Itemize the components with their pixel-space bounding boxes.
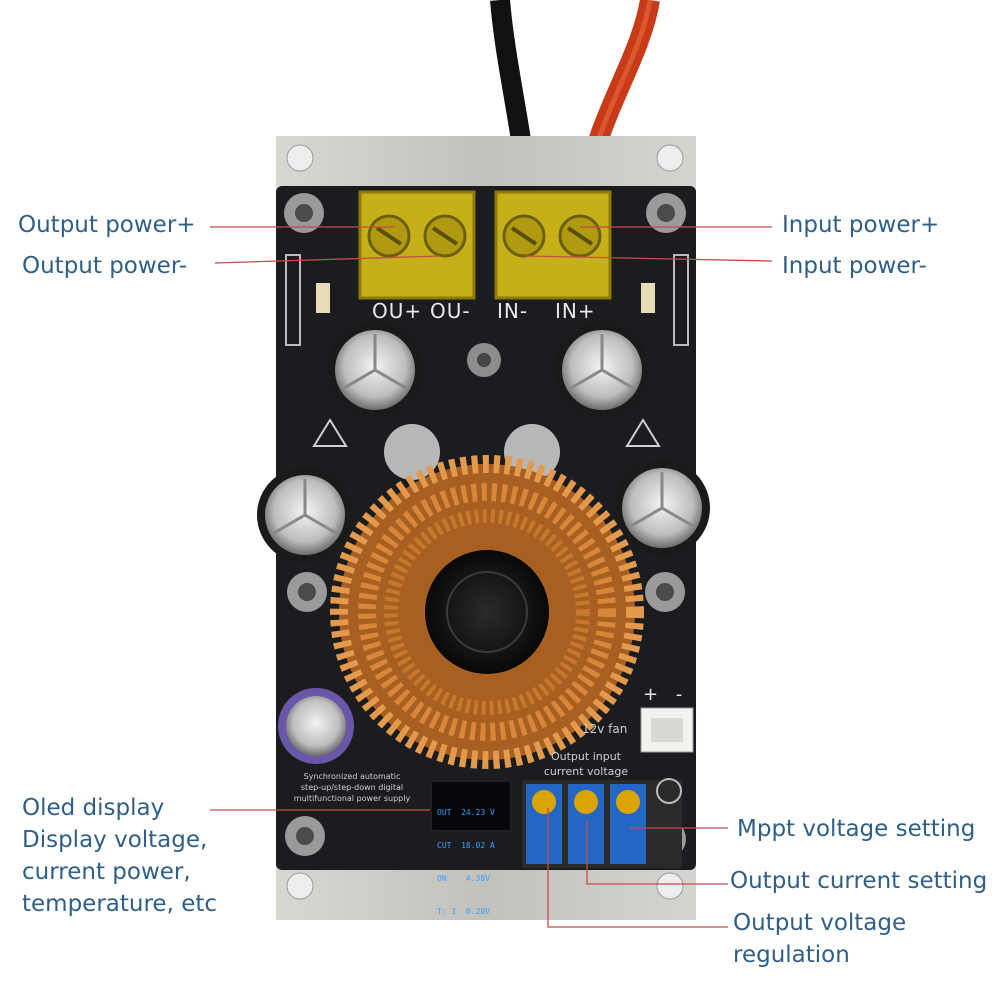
board-description: Synchronized automatic step-up/step-down… [293, 772, 411, 803]
potentiometers [522, 780, 682, 868]
fan-polarity-label: + - [643, 684, 689, 705]
mppt-voltage-setting-label: Mppt voltage setting [737, 816, 976, 842]
output-current-setting-label: Output current setting [730, 868, 988, 894]
oled-line-3: ON 4.38V [437, 874, 490, 883]
output-power-minus-label: Output power- [22, 253, 188, 279]
terminal-label-in-minus: IN- [497, 299, 529, 323]
oled-line-4: T: 1 0.20V [437, 907, 490, 916]
terminal-block-input [494, 190, 612, 300]
input-power-minus-label: Input power- [782, 253, 927, 279]
input-power-plus-label: Input power+ [782, 212, 940, 238]
terminal-block-output [358, 190, 476, 300]
terminal-label-ou-plus: OU+ [372, 299, 423, 323]
fan-label: 12v fan [582, 722, 628, 736]
oled-display: OUT 24.23 V CUT 18.02 A ON 4.38V T: 1 0.… [430, 780, 512, 916]
oled-display-label: Oled display [22, 795, 165, 821]
output-voltage-regulation-label: Output voltage regulation [733, 910, 907, 968]
terminal-label-ou-minus: OU- [430, 299, 471, 323]
capacitors [257, 322, 710, 764]
oled-line-1: OUT 24.23 V [437, 808, 495, 817]
output-power-plus-label: Output power+ [18, 212, 196, 238]
callout-lines [210, 226, 773, 928]
oled-line-2: CUT 18.02 A [437, 841, 495, 850]
terminal-label-in-plus: IN+ [555, 299, 596, 323]
toroid-inductor [330, 455, 644, 769]
potentiometer-header: Output input current voltage [543, 750, 629, 778]
oled-display-description: Display voltage, current power, temperat… [22, 827, 218, 917]
